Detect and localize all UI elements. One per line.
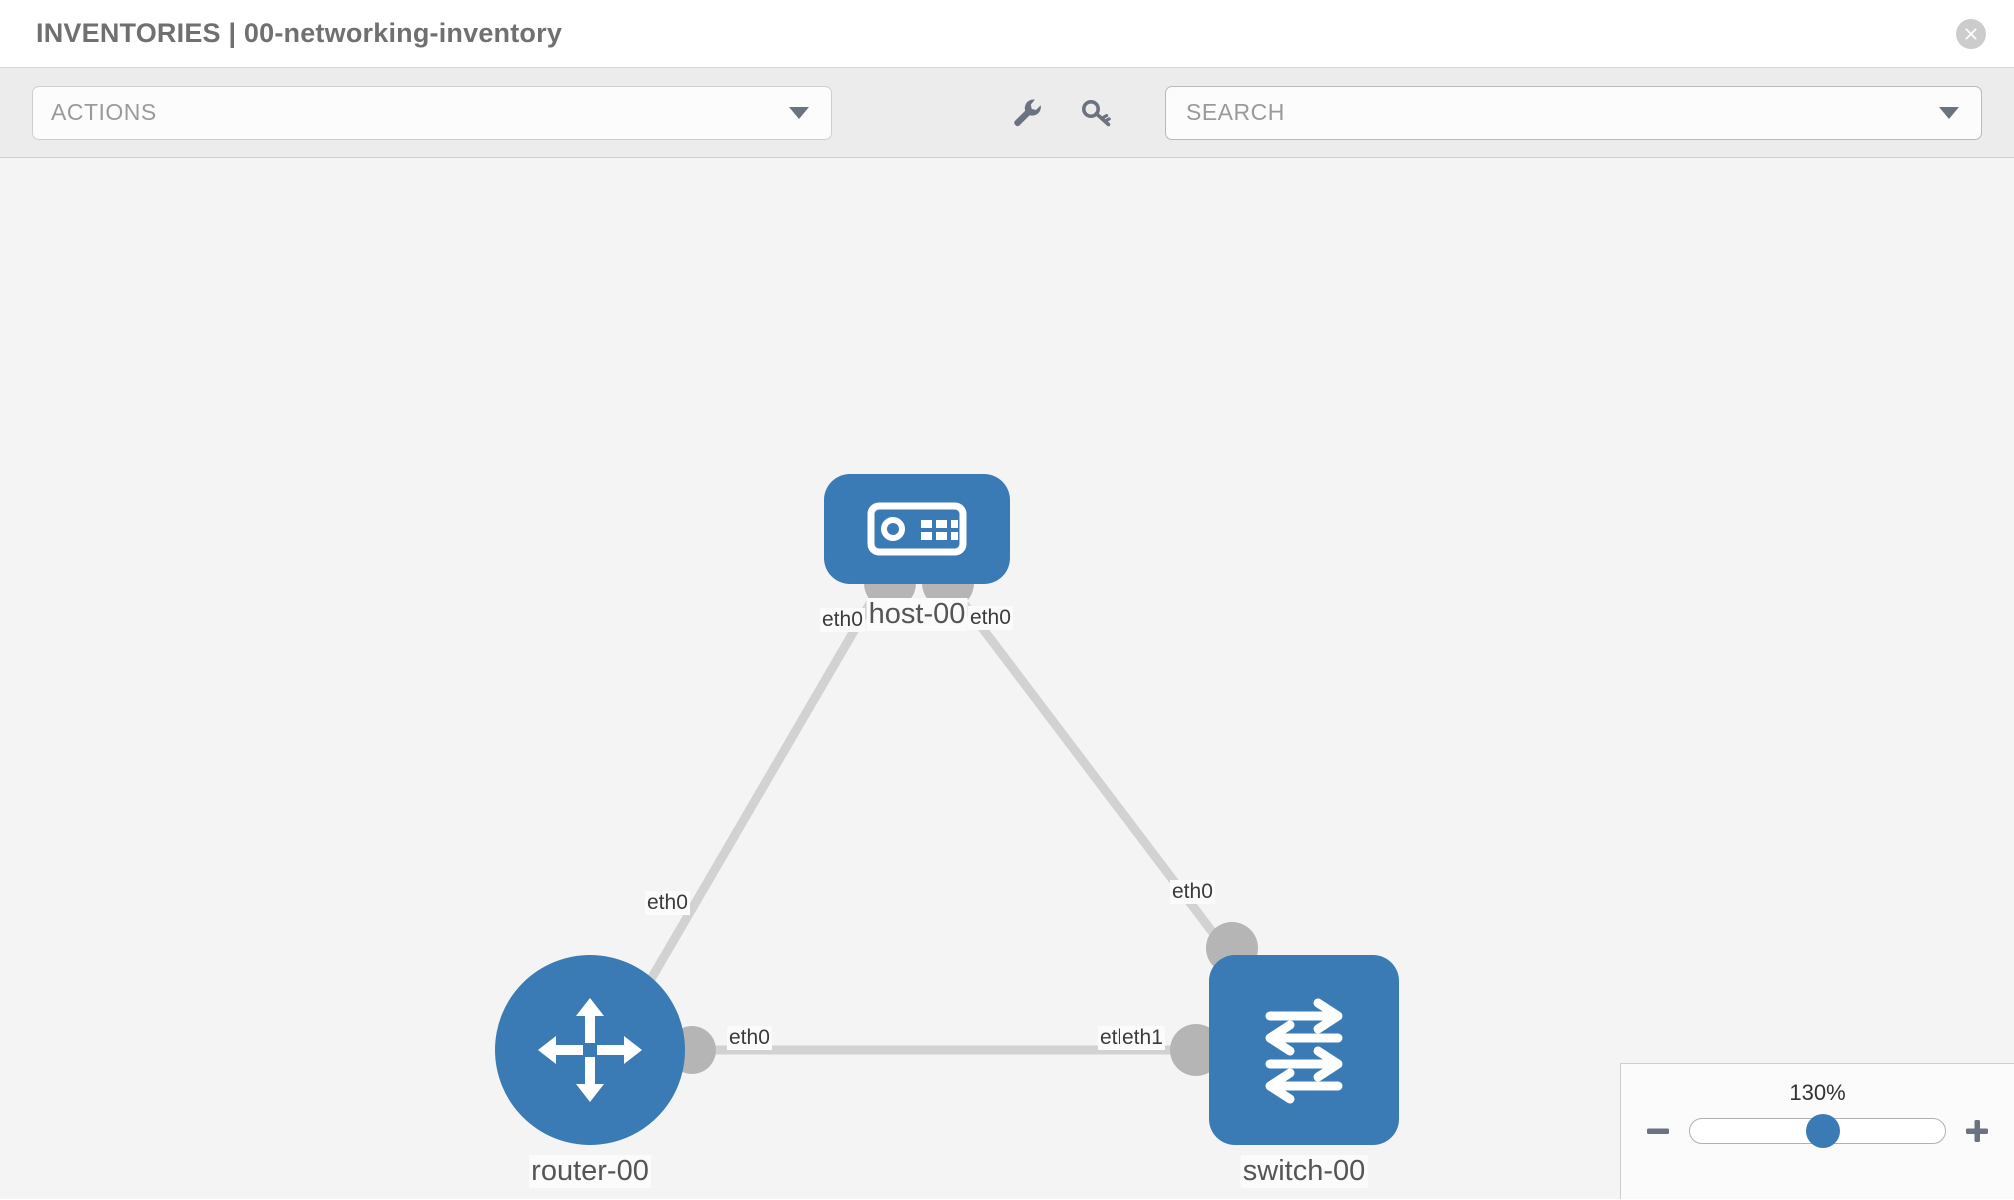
topology-edges (636, 585, 1236, 1055)
node-host-00[interactable] (824, 474, 1010, 584)
minus-icon (1647, 1128, 1669, 1134)
zoom-slider-track[interactable] (1689, 1114, 1946, 1148)
zoom-control: 130% (1620, 1063, 2014, 1199)
close-button[interactable] (1956, 18, 1986, 49)
zoom-slider-handle[interactable] (1805, 1114, 1840, 1148)
zoom-slider-row (1621, 1114, 2014, 1148)
iface-label: eth0 (645, 891, 690, 916)
node-label-router-00: router-00 (529, 1155, 651, 1188)
key-icon (1082, 99, 1111, 126)
wrench-icon (1014, 98, 1041, 126)
toolbar: ACTIONS (0, 68, 2014, 158)
actions-dropdown-label: ACTIONS (51, 99, 157, 125)
topology-canvas[interactable]: host-00 router-00 switch-00 eth0 eth0 et… (0, 158, 2014, 1199)
key-button[interactable] (1077, 93, 1117, 133)
chevron-down-icon[interactable] (1939, 106, 1959, 119)
topology-endpoints (668, 557, 1258, 1076)
plus-icon (1966, 1120, 1988, 1142)
node-label-switch-00: switch-00 (1240, 1155, 1368, 1188)
page-title: INVENTORIES | 00-networking-inventory (36, 18, 563, 48)
node-router-00[interactable] (495, 955, 685, 1145)
topology-graph (495, 474, 1399, 1145)
search-input[interactable] (1184, 98, 1963, 127)
iface-label: eth0 (820, 608, 865, 633)
iface-label: eth0 (968, 606, 1013, 631)
toolbar-icon-group (1007, 93, 1117, 133)
chevron-down-icon (789, 106, 809, 119)
iface-label: eth1 (1120, 1026, 1165, 1051)
search-field-wrapper[interactable] (1165, 85, 1982, 140)
iface-label: eth0 (727, 1026, 772, 1051)
actions-dropdown[interactable]: ACTIONS (32, 85, 832, 140)
zoom-percent-label: 130% (1789, 1080, 1846, 1105)
node-switch-00[interactable] (1209, 955, 1399, 1145)
page-header: INVENTORIES | 00-networking-inventory (0, 0, 2014, 68)
close-icon (1965, 27, 1977, 40)
iface-label: eth0 (1170, 880, 1215, 905)
edge-host00-router00[interactable] (636, 585, 883, 1001)
node-label-host-00: host-00 (866, 598, 968, 631)
zoom-in-button[interactable] (1962, 1116, 1992, 1146)
wrench-button[interactable] (1007, 93, 1047, 133)
zoom-out-button[interactable] (1643, 1116, 1673, 1146)
